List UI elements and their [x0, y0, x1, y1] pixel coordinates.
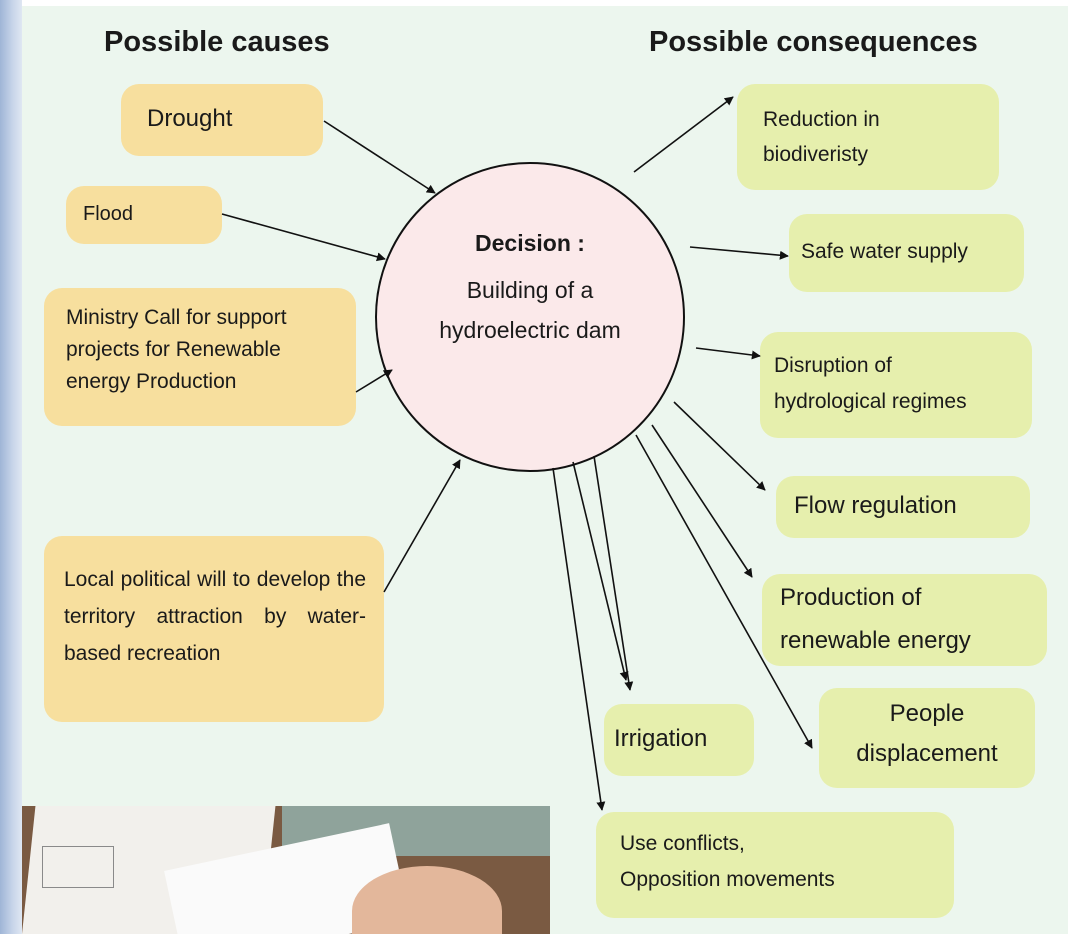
arrow-local-will	[383, 459, 461, 593]
arrow-flood	[221, 213, 386, 262]
photo-table-sketch	[42, 846, 114, 888]
decision-label: Decision :	[475, 230, 585, 256]
arrow-flow-regulation	[673, 401, 766, 491]
arrow-safe-water	[689, 246, 789, 260]
arrow-ministry	[355, 369, 393, 393]
decision-circle: Decision : Building of a hydroelectric d…	[375, 162, 685, 472]
consequence-irrigation: Irrigation	[604, 704, 754, 776]
arrow-use-conflicts	[552, 467, 606, 811]
consequences-heading: Possible consequences	[649, 26, 978, 58]
consequence-reduction-biodiversity: Reduction in biodiveristy	[737, 84, 999, 190]
arrow-disruption	[695, 347, 761, 360]
arrow-drought	[323, 120, 436, 194]
cause-ministry-call: Ministry Call for support projects for R…	[44, 288, 356, 426]
cause-flood: Flood	[66, 186, 222, 244]
arrow-irrigation-2	[572, 461, 629, 681]
arrow-people-displacement	[635, 434, 813, 749]
causes-heading: Possible causes	[104, 26, 330, 58]
consequence-use-conflicts: Use conflicts, Opposition movements	[596, 812, 954, 918]
left-edge-bar	[0, 0, 22, 934]
cause-local-political-will: Local political will to develop the terr…	[44, 536, 384, 722]
photo-hand	[352, 866, 502, 934]
consequence-safe-water-supply: Safe water supply	[789, 214, 1024, 292]
workshop-photo	[22, 806, 550, 934]
consequence-renewable-energy: Production of renewable energy	[762, 574, 1047, 666]
consequence-disruption-hydrological: Disruption of hydrological regimes	[760, 332, 1032, 438]
consequence-people-displacement: People displacement	[819, 688, 1035, 788]
consequence-flow-regulation: Flow regulation	[776, 476, 1030, 538]
decision-text: Building of a hydroelectric dam	[439, 277, 621, 343]
cause-drought: Drought	[121, 84, 323, 156]
arrow-renewable-energy	[651, 424, 753, 578]
arrow-irrigation	[593, 455, 634, 691]
arrow-reduction-biodiversity	[633, 96, 734, 173]
